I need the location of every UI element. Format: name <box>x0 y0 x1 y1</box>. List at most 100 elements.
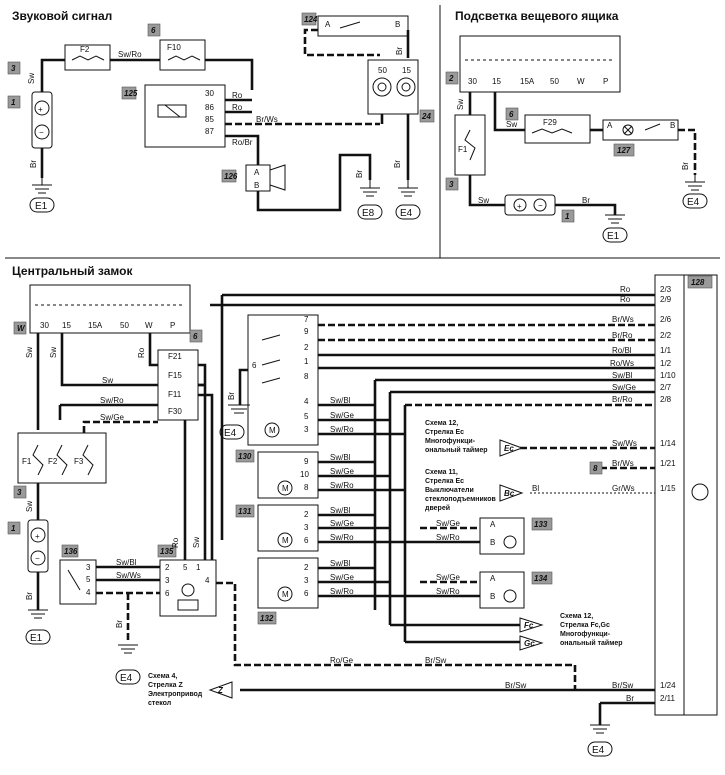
svg-text:4: 4 <box>205 576 210 585</box>
svg-text:Sw/Bl: Sw/Bl <box>116 558 137 567</box>
svg-text:Br/Sw: Br/Sw <box>612 681 634 690</box>
relay-131 <box>257 504 319 552</box>
fuse-box-lock <box>29 284 191 334</box>
svg-text:M: M <box>282 484 289 493</box>
svg-text:Sw/Ro: Sw/Ro <box>436 587 460 596</box>
svg-text:M: M <box>269 426 276 435</box>
horn-1-icon <box>372 77 392 97</box>
ground-e1-lock: E1 <box>30 633 43 644</box>
svg-text:B: B <box>670 121 675 130</box>
actuator-133 <box>479 517 525 555</box>
svg-text:Схема 12,: Схема 12, <box>560 613 593 620</box>
section-title-horn: Звуковой сигнал <box>12 9 112 23</box>
tag-3-horn <box>7 61 21 75</box>
svg-text:A: A <box>325 20 331 29</box>
lamp-icon <box>622 124 634 136</box>
svg-text:стеклоподъемников: стеклоподъемников <box>425 496 496 503</box>
svg-text:Br: Br <box>227 392 236 400</box>
svg-text:85: 85 <box>205 115 214 124</box>
tag-127: 127 <box>617 146 631 155</box>
fuse-box-glovebox <box>459 35 621 93</box>
svg-text:Br: Br <box>393 160 402 168</box>
svg-text:Br: Br <box>115 620 124 628</box>
fuse-label-f1-lock: F1 <box>22 457 32 466</box>
svg-text:2: 2 <box>304 510 309 519</box>
svg-text:B: B <box>254 181 259 190</box>
svg-text:−: − <box>35 554 40 563</box>
svg-text:+: + <box>38 105 43 114</box>
glovebox-lamp-switch-127 <box>602 119 679 141</box>
module-icon-128 <box>691 483 709 501</box>
tag-135: 135 <box>160 547 174 556</box>
svg-text:Электропривод: Электропривод <box>148 691 203 698</box>
svg-text:Sw: Sw <box>25 501 34 512</box>
svg-text:Ro: Ro <box>137 347 146 358</box>
svg-text:B: B <box>490 592 495 601</box>
fuse-label-f2: F2 <box>80 45 90 54</box>
svg-text:8: 8 <box>304 483 309 492</box>
svg-text:3: 3 <box>165 576 170 585</box>
svg-text:дверей: дверей <box>425 504 450 512</box>
svg-text:Sw/Ro: Sw/Ro <box>436 533 460 542</box>
svg-text:ональный таймер: ональный таймер <box>560 639 623 647</box>
svg-text:1/10: 1/10 <box>660 371 676 380</box>
svg-text:Sw: Sw <box>192 537 201 548</box>
svg-text:Br: Br <box>355 170 364 178</box>
svg-text:W: W <box>145 321 153 330</box>
svg-text:Br: Br <box>582 196 590 205</box>
motor-icon-132 <box>277 586 293 602</box>
central-lock-circuit: 30 15 15A 50 W P W 6 Sw Sw Sw Ro F21 F15… <box>7 274 718 757</box>
svg-text:8: 8 <box>304 372 309 381</box>
svg-text:Стрелка Ec: Стрелка Ec <box>425 429 464 436</box>
tag-131: 131 <box>238 507 252 516</box>
svg-text:Sw/Ge: Sw/Ge <box>330 519 355 528</box>
svg-text:Sw/Ro: Sw/Ro <box>330 481 354 490</box>
svg-text:Стрелка Z: Стрелка Z <box>148 682 183 689</box>
ground-symbol-e1 <box>32 178 52 194</box>
fuse-label-f29: F29 <box>543 118 557 127</box>
svg-text:Br/Ws: Br/Ws <box>612 315 634 324</box>
svg-text:Sw/Ge: Sw/Ge <box>330 467 355 476</box>
tag-6-horn: 6 <box>151 26 156 35</box>
svg-text:3: 3 <box>304 523 309 532</box>
svg-text:Выключатели: Выключатели <box>425 487 474 494</box>
svg-text:M: M <box>282 590 289 599</box>
svg-text:Sw/Ge: Sw/Ge <box>100 413 125 422</box>
svg-text:Fc: Fc <box>524 621 534 630</box>
tag-133: 133 <box>534 520 548 529</box>
fuse-group-lock <box>157 349 199 421</box>
fuse-label-f10: F10 <box>167 43 181 52</box>
tag-136: 136 <box>64 547 78 556</box>
svg-text:9: 9 <box>304 457 309 466</box>
wire-label-br-ws: Br/Ws <box>256 115 278 124</box>
svg-text:Ec: Ec <box>504 444 514 453</box>
svg-text:5: 5 <box>183 563 188 572</box>
wire-label-ro-2: Ro <box>232 103 243 112</box>
arrow-fc <box>519 617 544 633</box>
svg-text:Sw/Ge: Sw/Ge <box>436 519 461 528</box>
tag-1-horn <box>7 95 21 109</box>
svg-text:3: 3 <box>304 425 309 434</box>
svg-text:P: P <box>170 321 175 330</box>
horn-circuit: + − 1 3 Sw Br E1 F2 Sw/Ro 6 F10 125 30 <box>7 12 435 220</box>
svg-text:Ro: Ro <box>620 285 631 294</box>
svg-text:Br/Ro: Br/Ro <box>612 395 633 404</box>
svg-text:5: 5 <box>86 575 91 584</box>
battery-minus-icon <box>34 124 50 140</box>
tag-132: 132 <box>260 614 274 623</box>
svg-text:1/21: 1/21 <box>660 459 676 468</box>
svg-text:Многофункци-: Многофункци- <box>560 631 611 638</box>
svg-text:15A: 15A <box>88 321 103 330</box>
tag-24: 24 <box>421 112 431 121</box>
svg-text:Ro: Ro <box>171 537 180 548</box>
fuse-label-f3: F3 <box>74 457 84 466</box>
wire-label-sw: Sw <box>27 73 36 84</box>
svg-text:Sw/Ge: Sw/Ge <box>612 383 637 392</box>
battery-plus-icon <box>34 100 50 116</box>
fuse-f10 <box>159 39 206 71</box>
svg-text:A: A <box>607 121 613 130</box>
svg-text:6: 6 <box>304 536 309 545</box>
fuse-label-f21: F21 <box>168 352 182 361</box>
svg-text:Многофункци-: Многофункци- <box>425 438 476 445</box>
svg-text:Br: Br <box>25 592 34 600</box>
